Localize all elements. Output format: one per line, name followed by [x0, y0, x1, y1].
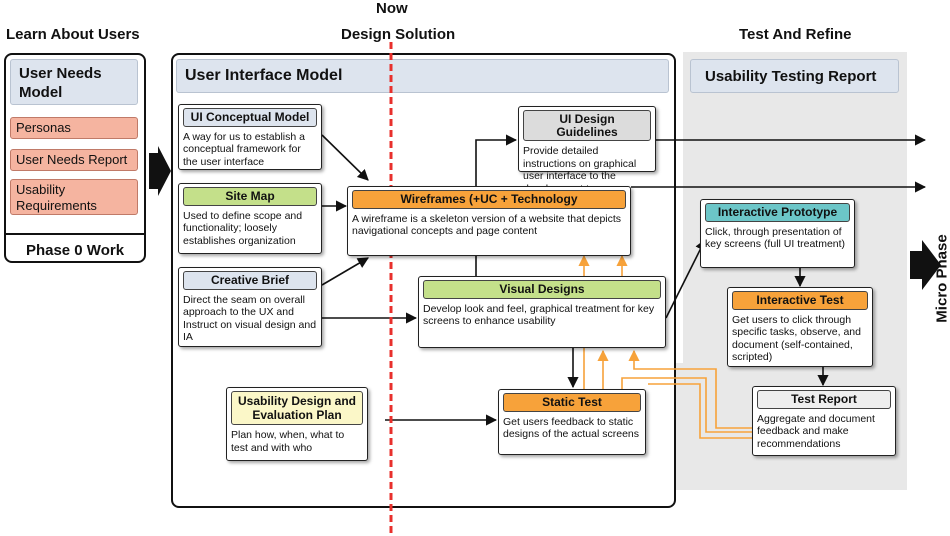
phase0-footer: Phase 0 Work [25, 242, 125, 259]
visual-designs-title: Visual Designs [423, 280, 661, 299]
wireframes-title: Wireframes (+UC + Technology [352, 190, 626, 209]
usability-requirements-item: Usability Requirements [10, 179, 138, 215]
usability-plan-body: Plan how, when, what to test and with wh… [231, 429, 345, 454]
creative-brief-title: Creative Brief [183, 271, 317, 290]
wireframes-card: Wireframes (+UC + Technology A wireframe… [347, 186, 631, 256]
ui-conceptual-model-title: UI Conceptual Model [183, 108, 317, 127]
personas-item: Personas [10, 117, 138, 139]
interactive-test-title: Interactive Test [732, 291, 868, 310]
static-test-card: Static Test Get users feedback to static… [498, 389, 646, 455]
user-needs-model-title: User Needs Model [10, 59, 138, 105]
test-report-card: Test Report Aggregate and document feedb… [752, 386, 896, 456]
interactive-prototype-title: Interactive Prototype [705, 203, 850, 222]
static-test-body: Get users feedback to static designs of … [503, 415, 639, 441]
ui-design-guidelines-title: UI Design Guidelines [523, 110, 651, 141]
header-learn-about-users: Learn About Users [6, 26, 140, 43]
creative-brief-body: Direct the seam on overall approach to t… [183, 293, 317, 344]
ui-design-guidelines-card: UI Design Guidelines Provide detailed in… [518, 106, 656, 195]
test-report-body: Aggregate and document feedback and make… [757, 412, 875, 450]
interactive-prototype-body: Click, through presentation of key scree… [705, 225, 846, 251]
header-design-solution: Design Solution [341, 26, 456, 43]
test-report-title: Test Report [757, 390, 891, 409]
interactive-prototype-card: Interactive Prototype Click, through pre… [700, 199, 855, 268]
visual-designs-body: Develop look and feel, graphical treatme… [423, 302, 655, 328]
interactive-test-body: Get users to click through specific task… [732, 313, 861, 364]
header-now: Now [376, 0, 408, 17]
usability-testing-report-title: Usability Testing Report [690, 59, 899, 93]
wireframes-body: A wireframe is a skeleton version of a w… [352, 212, 622, 238]
site-map-body: Used to define scope and functionality; … [183, 209, 303, 247]
ui-conceptual-model-body: A way for us to establish a conceptual f… [183, 130, 305, 168]
usability-plan-card: Usability Design and Evaluation Plan Pla… [226, 387, 368, 461]
site-map-title: Site Map [183, 187, 317, 206]
creative-brief-card: Creative Brief Direct the seam on overal… [178, 267, 322, 347]
user-interface-model-title: User Interface Model [176, 59, 669, 93]
header-test-and-refine: Test And Refine [739, 26, 852, 43]
user-needs-report-item: User Needs Report [10, 149, 138, 171]
site-map-card: Site Map Used to define scope and functi… [178, 183, 322, 254]
static-test-title: Static Test [503, 393, 641, 412]
phase0-divider [4, 233, 146, 235]
visual-designs-card: Visual Designs Develop look and feel, gr… [418, 276, 666, 348]
usability-plan-title: Usability Design and Evaluation Plan [231, 391, 363, 425]
interactive-test-card: Interactive Test Get users to click thro… [727, 287, 873, 367]
ui-conceptual-model-card: UI Conceptual Model A way for us to esta… [178, 104, 322, 170]
